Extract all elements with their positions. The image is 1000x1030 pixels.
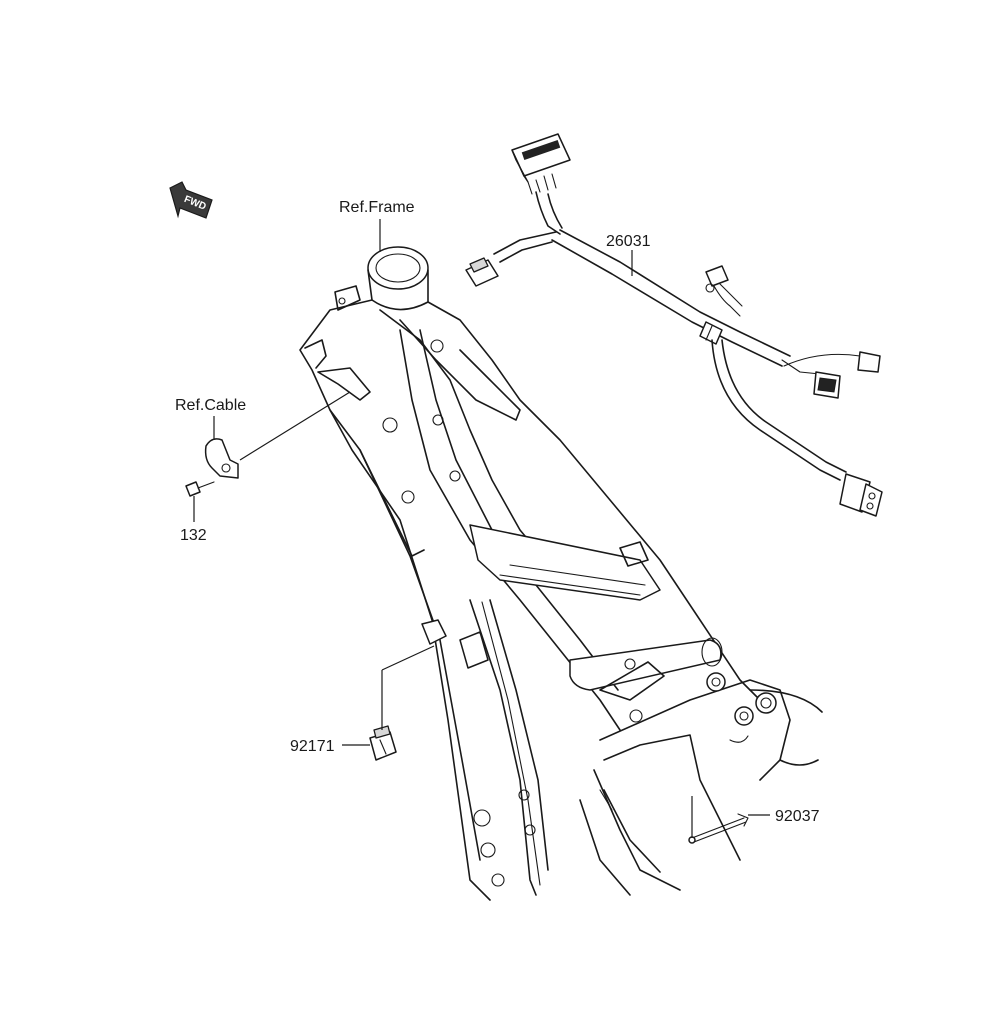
part-26031-label: 26031 <box>606 233 651 250</box>
fwd-arrow-icon: FWD <box>169 181 213 219</box>
part-132-label: 132 <box>180 527 207 544</box>
part-92037-label: 92037 <box>775 808 820 825</box>
head-tube-top <box>367 246 429 290</box>
ref-frame-label: Ref.Frame <box>339 199 415 216</box>
bolt-132 <box>185 481 215 497</box>
part-92171-label: 92171 <box>290 738 335 755</box>
leader-lines <box>193 219 770 838</box>
frame-drawing <box>299 246 823 901</box>
wiring-harness <box>465 133 883 517</box>
ref-cable-label: Ref.Cable <box>175 397 246 414</box>
cable-clamp <box>204 438 239 479</box>
clip-92171 <box>369 725 397 761</box>
